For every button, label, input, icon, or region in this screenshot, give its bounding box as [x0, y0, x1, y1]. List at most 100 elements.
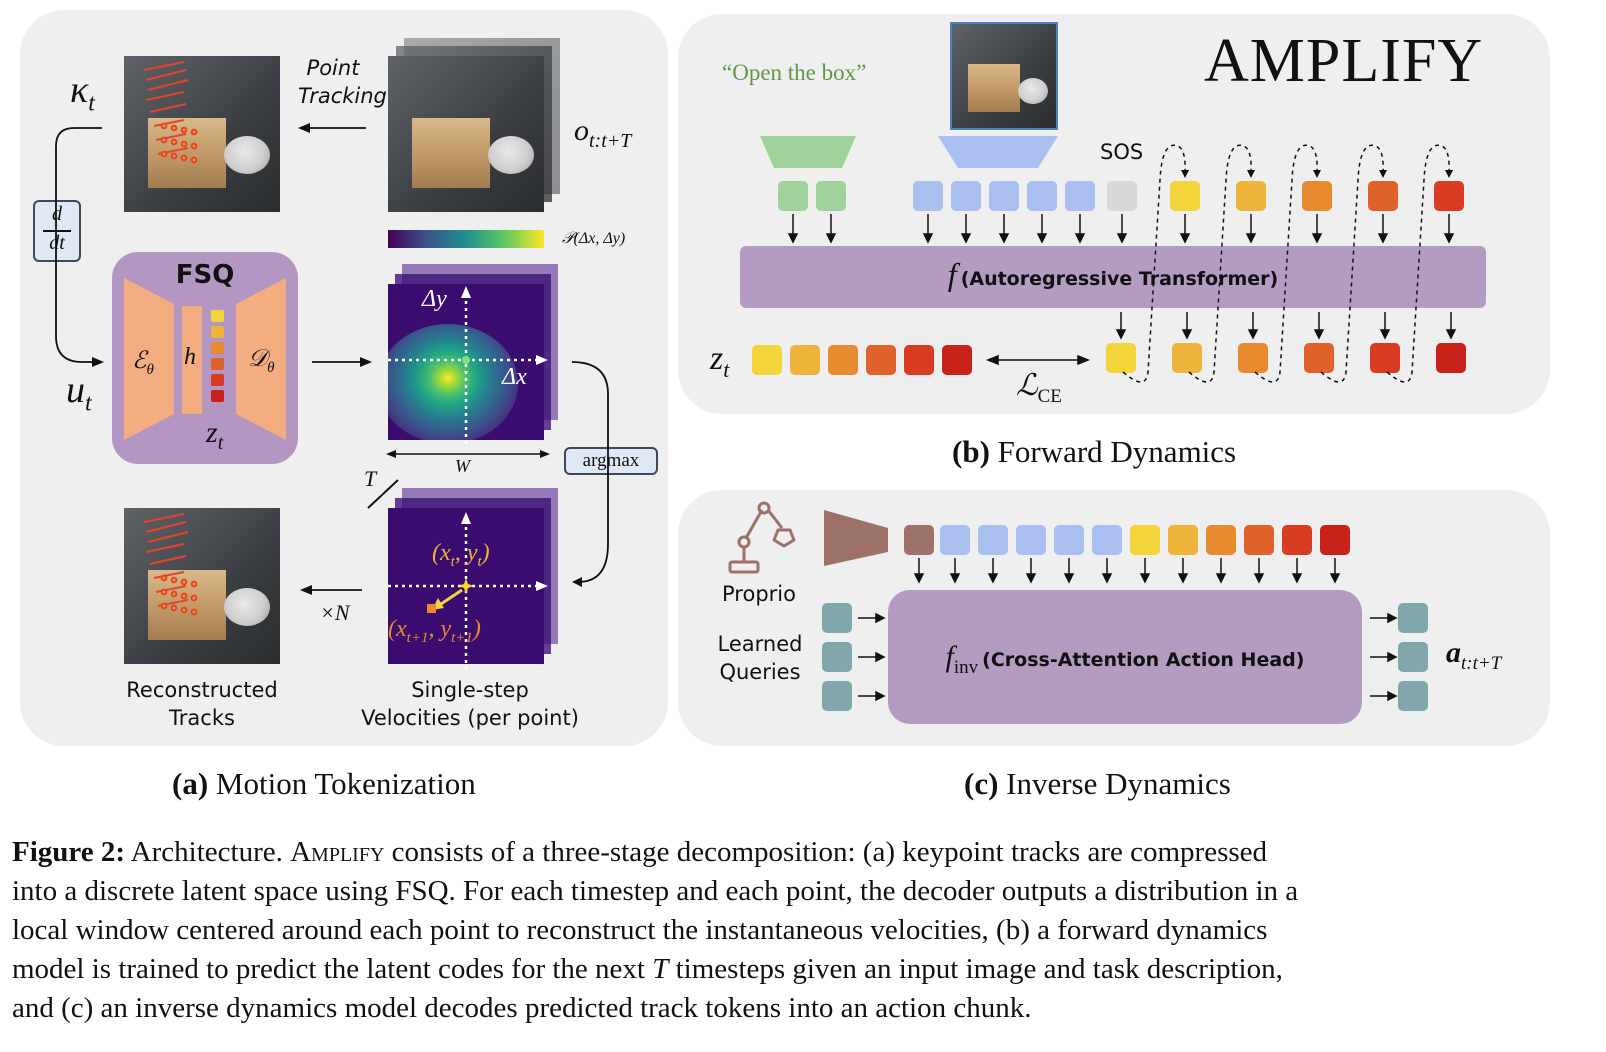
- action-chunk-label: at:t+T: [1446, 636, 1501, 675]
- latent-token-4: [866, 345, 896, 375]
- decoder-sub: θ: [267, 359, 275, 376]
- query-token: [822, 681, 852, 711]
- caption-1b: consists of a three-stage decomposition:…: [384, 836, 1268, 868]
- caption-c-text: Inverse Dynamics: [998, 766, 1231, 801]
- learned-line2: Queries: [719, 660, 801, 684]
- query-token: [822, 642, 852, 672]
- decoder-shape: [236, 278, 286, 440]
- obs-symbol: o: [574, 114, 589, 147]
- caption-4a: model is trained to predict the latent c…: [12, 953, 653, 985]
- action-head-label: finv (Cross-Attention Action Head): [888, 640, 1362, 679]
- image-token: [1092, 525, 1122, 555]
- u-label: ut: [66, 368, 92, 418]
- image-encoder-shape: [938, 136, 1058, 168]
- pred-token-5: [1434, 181, 1464, 211]
- decoder-label: 𝒟θ: [248, 346, 275, 377]
- argmax-arrow: [571, 361, 609, 587]
- loss-sub: CE: [1037, 386, 1062, 407]
- out-token-6: [1436, 343, 1466, 373]
- transformer-f: f: [947, 256, 957, 292]
- caption-c-bold: (c): [964, 766, 999, 801]
- f-inv: finv: [946, 640, 979, 678]
- learned-line1: Learned: [717, 632, 803, 656]
- action-token: [1398, 681, 1428, 711]
- encoder-trapezoids: [760, 136, 1058, 168]
- proprio-encoder-shape: [824, 510, 888, 566]
- action-token: [1398, 603, 1428, 633]
- amplify-title: AMPLIFY: [1204, 27, 1484, 95]
- sos-token: [1107, 181, 1137, 211]
- out-token-5: [1370, 343, 1400, 373]
- out-token-1: [1106, 343, 1136, 373]
- image-token: [1054, 525, 1084, 555]
- xy-t1-d: t+1: [451, 629, 473, 646]
- image-token: [1027, 181, 1057, 211]
- xy-t1-label: (xt+1, yt+1): [388, 616, 481, 647]
- latent-token-2: [790, 345, 820, 375]
- kappa-symbol: κ: [70, 69, 89, 111]
- panel-b-arrows: [787, 144, 1457, 383]
- latent-token-1: [752, 345, 782, 375]
- track-token-1: [1130, 525, 1160, 555]
- deriv-num: d: [52, 203, 62, 225]
- image-token: [1065, 181, 1095, 211]
- pred-token-1: [1170, 181, 1200, 211]
- track-token-2: [1168, 525, 1198, 555]
- reconstructed-tracks-label: Reconstructed Tracks: [106, 676, 298, 732]
- track-arrows-top: [143, 61, 198, 164]
- encoder-symbol: ℰ: [132, 348, 147, 374]
- obs-sub: t:t+T: [589, 130, 632, 152]
- track-token-6: [1320, 525, 1350, 555]
- transformer-label: f (Autoregressive Transformer): [740, 256, 1486, 293]
- transformer-text: (Autoregressive Transformer): [960, 268, 1279, 290]
- track-token-4: [1244, 525, 1274, 555]
- f-inv-sub: inv: [953, 657, 979, 678]
- figure-caption: Figure 2: Architecture. Amplify consists…: [12, 833, 1596, 1028]
- t-slash: [367, 479, 399, 509]
- out-token-3: [1238, 343, 1268, 373]
- caption-b: (b) Forward Dynamics: [952, 434, 1236, 470]
- delta-y-label: Δy: [422, 286, 447, 312]
- proprio-token: [904, 525, 934, 555]
- loss-label: ℒCE: [1016, 368, 1062, 408]
- single-line1: Single-step: [411, 678, 529, 702]
- single-line2: Velocities (per point): [361, 706, 579, 730]
- caption-line-5: and (c) an inverse dynamics model decode…: [12, 992, 1032, 1024]
- keypoint-tracks-image: [124, 56, 280, 212]
- xy-t-label: (xt, yt): [432, 540, 490, 571]
- caption-a: (a) Motion Tokenization: [172, 766, 476, 802]
- image-token: [951, 181, 981, 211]
- h-shape: [182, 306, 202, 414]
- panel-c-arrows: [858, 558, 1398, 702]
- single-step-label: Single-step Velocities (per point): [352, 676, 588, 732]
- kappa-label: κt: [70, 68, 95, 118]
- caption-4b: timesteps given an input image and task …: [668, 953, 1283, 985]
- text-token: [816, 181, 846, 211]
- encoder-shape: [124, 278, 174, 440]
- caption-line-1: Figure 2: Architecture. Amplify consists…: [12, 833, 1596, 872]
- image-token: [978, 525, 1008, 555]
- track-token-5: [1282, 525, 1312, 555]
- caption-line-3: local window centered around each point …: [12, 914, 1268, 946]
- kappa-sub: t: [88, 90, 95, 117]
- argmax-box: argmax: [564, 447, 658, 475]
- proprio-label: Proprio: [722, 582, 796, 606]
- action-symbol: a: [1446, 636, 1461, 669]
- encoder-sub: θ: [146, 361, 154, 378]
- text-encoder-shape: [760, 136, 856, 168]
- track-arrows-bottom: [143, 513, 198, 616]
- xy-t-b: t: [450, 553, 455, 570]
- u-symbol: u: [66, 369, 85, 411]
- probability-label: 𝒫(Δx, Δy): [562, 230, 626, 247]
- t-label: T: [364, 466, 377, 491]
- pred-token-4: [1368, 181, 1398, 211]
- xy-t1-b: t+1: [406, 629, 429, 646]
- deriv-bar: [43, 230, 71, 232]
- caption-c: (c) Inverse Dynamics: [964, 766, 1231, 802]
- z-symbol: z: [710, 340, 724, 377]
- caption-1a: Architecture.: [125, 836, 291, 868]
- image-token: [1016, 525, 1046, 555]
- caption-a-text: Motion Tokenization: [208, 766, 476, 801]
- image-token: [940, 525, 970, 555]
- velocity-axes: [388, 512, 548, 670]
